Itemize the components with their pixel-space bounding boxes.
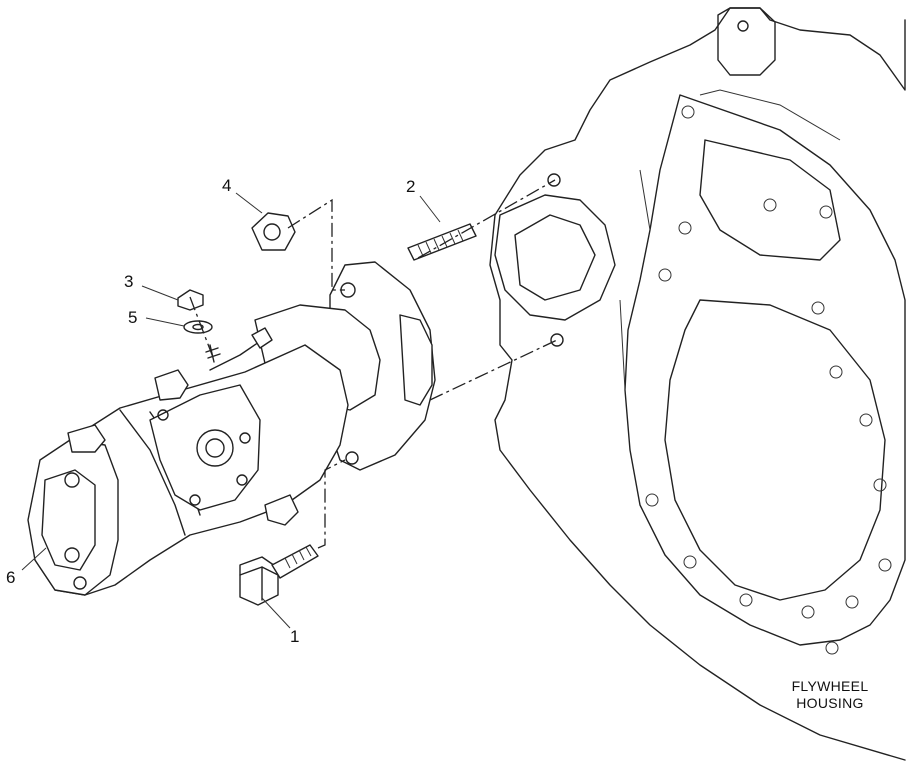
housing-bore: [664, 299, 886, 601]
end-cap: [27, 439, 119, 596]
assembly-line-bolt: [317, 459, 346, 549]
stud-hole-upper: [547, 173, 561, 187]
starter-mount-bore: [494, 194, 616, 321]
terminal-screw-4: [189, 494, 201, 506]
part-2-stud: [407, 223, 477, 261]
callout-3: 3: [124, 272, 133, 291]
starter-motor: [27, 261, 436, 596]
leader-1: [261, 597, 291, 629]
bolt-shank: [271, 544, 319, 579]
housing-outline: [489, 7, 906, 761]
assembly-lines: [189, 179, 558, 549]
terminal-screw-3: [236, 474, 248, 486]
top-boss-hole: [737, 20, 749, 32]
end-cap-bolt-2: [64, 547, 80, 563]
solenoid-terminal-stud: [205, 344, 221, 363]
leader-5: [145, 317, 185, 327]
starter-nose: [399, 314, 433, 406]
assembly-line-terminal: [189, 296, 215, 361]
terminal-boss: [196, 429, 234, 467]
callouts: 4 2 3 5 6 1: [6, 176, 441, 646]
leader-3: [141, 285, 179, 301]
flange-bolt-holes: [645, 105, 892, 655]
end-cap-plate: [41, 469, 96, 571]
washer-inner: [192, 323, 204, 331]
part-4-nut: [251, 212, 296, 251]
stud-threads: [417, 229, 464, 257]
leader-2: [419, 195, 441, 223]
housing-label-line2: HOUSING: [796, 695, 863, 711]
part-1-bolt: [239, 544, 319, 606]
assembly-line-nut: [287, 198, 345, 291]
flange-hole-lower: [345, 451, 359, 465]
top-bracket-left: [154, 369, 189, 401]
strap-tab: [251, 327, 273, 349]
bolt-threads: [284, 546, 312, 569]
callout-1: 1: [290, 627, 299, 646]
stud-hole-lower: [550, 333, 564, 347]
terminal-screw-2: [239, 432, 251, 444]
flywheel-housing: [489, 7, 906, 761]
housing-top-boss: [717, 7, 776, 76]
housing-caption: FLYWHEEL HOUSING: [792, 678, 869, 711]
assembly-line-stud: [417, 179, 556, 259]
motor-band-line: [119, 409, 186, 536]
bolt-head: [239, 556, 279, 606]
callout-6: 6: [6, 568, 15, 587]
nut-body: [251, 212, 296, 251]
assembly-line-lower-hole: [429, 339, 558, 401]
part-5-washer: [183, 320, 213, 334]
lower-bracket: [264, 494, 299, 526]
housing-flange: [624, 94, 906, 646]
end-cap-bolt-1: [64, 472, 80, 488]
stud-body: [407, 223, 477, 261]
top-bracket-end: [67, 424, 106, 453]
callout-2: 2: [406, 177, 415, 196]
terminal-stud: [205, 438, 225, 458]
housing-label-line1: FLYWHEEL: [792, 678, 869, 694]
callout-5: 5: [128, 308, 137, 327]
top-strap: [209, 339, 263, 371]
leader-4: [235, 192, 263, 214]
starter-mount-inner: [514, 214, 596, 301]
terminal-screw-1: [157, 409, 169, 421]
housing-window: [699, 139, 841, 261]
bolt-head-facets: [239, 566, 279, 601]
leader-6: [21, 547, 47, 571]
housing-detail-lines: [619, 89, 841, 391]
end-cap-bolt-3: [73, 576, 87, 590]
callout-4: 4: [222, 176, 231, 195]
washer-outer: [183, 320, 213, 334]
nut-bore: [263, 223, 281, 241]
